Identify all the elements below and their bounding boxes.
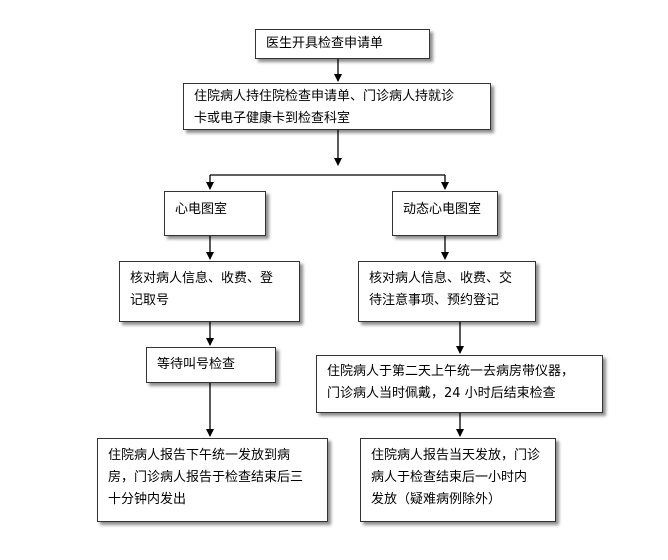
- ecg-room-text: 心电图室: [175, 202, 228, 217]
- holter-room: 动态心电图室: [392, 191, 498, 236]
- holter-room-text: 动态心电图室: [403, 202, 482, 217]
- holter-report-step-line-2: 病人于检查结束后一小时内: [371, 470, 528, 485]
- ecg-verify-step: 核对病人信息、收费、登 记取号: [119, 261, 300, 322]
- step-doctor-request: 医生开具检查申请单: [255, 29, 430, 59]
- holter-report-step-line-3: 发放（疑难病例除外）: [371, 492, 502, 507]
- holter-verify-step: 核对病人信息、收费、交 待注意事项、预约登记: [358, 261, 536, 322]
- step-go-to-department-line-1: 住院病人持住院检查申请单、门诊病人持就诊: [194, 89, 455, 104]
- step-go-to-department: 住院病人持住院检查申请单、门诊病人持就诊 卡或电子健康卡到检查科室: [183, 83, 491, 130]
- holter-verify-step-line-2: 待注意事项、预约登记: [369, 293, 500, 308]
- ecg-report-step-line-1: 住院病人报告下午统一发放到病: [108, 448, 291, 463]
- holter-verify-step-line-1: 核对病人信息、收费、交: [369, 271, 513, 286]
- ecg-report-step-line-2: 房，门诊病人报告于检查结束后三: [108, 470, 304, 485]
- holter-wear-step-line-1: 住院病人于第二天上午统一去病房带仪器，: [327, 364, 575, 379]
- holter-report-step: 住院病人报告当天发放，门诊 病人于检查结束后一小时内 发放（疑难病例除外）: [360, 438, 556, 522]
- step-doctor-request-text: 医生开具检查申请单: [266, 36, 384, 51]
- ecg-report-step-line-3: 十分钟内发出: [108, 492, 187, 507]
- step-go-to-department-line-2: 卡或电子健康卡到检查科室: [194, 111, 351, 126]
- ecg-room: 心电图室: [164, 191, 266, 236]
- holter-report-step-line-1: 住院病人报告当天发放，门诊: [371, 448, 541, 463]
- ecg-verify-step-line-2: 记取号: [130, 293, 170, 308]
- ecg-verify-step-line-1: 核对病人信息、收费、登: [130, 271, 274, 286]
- holter-wear-step: 住院病人于第二天上午统一去病房带仪器， 门诊病人当时佩戴，24 小时后结束检查: [316, 355, 603, 413]
- holter-wear-step-line-2: 门诊病人当时佩戴，24 小时后结束检查: [327, 386, 556, 401]
- ecg-report-step: 住院病人报告下午统一发放到病 房，门诊病人报告于检查结束后三 十分钟内发出: [97, 438, 328, 522]
- ecg-wait-step-text: 等待叫号检查: [157, 357, 236, 372]
- ecg-wait-step: 等待叫号检查: [146, 347, 276, 383]
